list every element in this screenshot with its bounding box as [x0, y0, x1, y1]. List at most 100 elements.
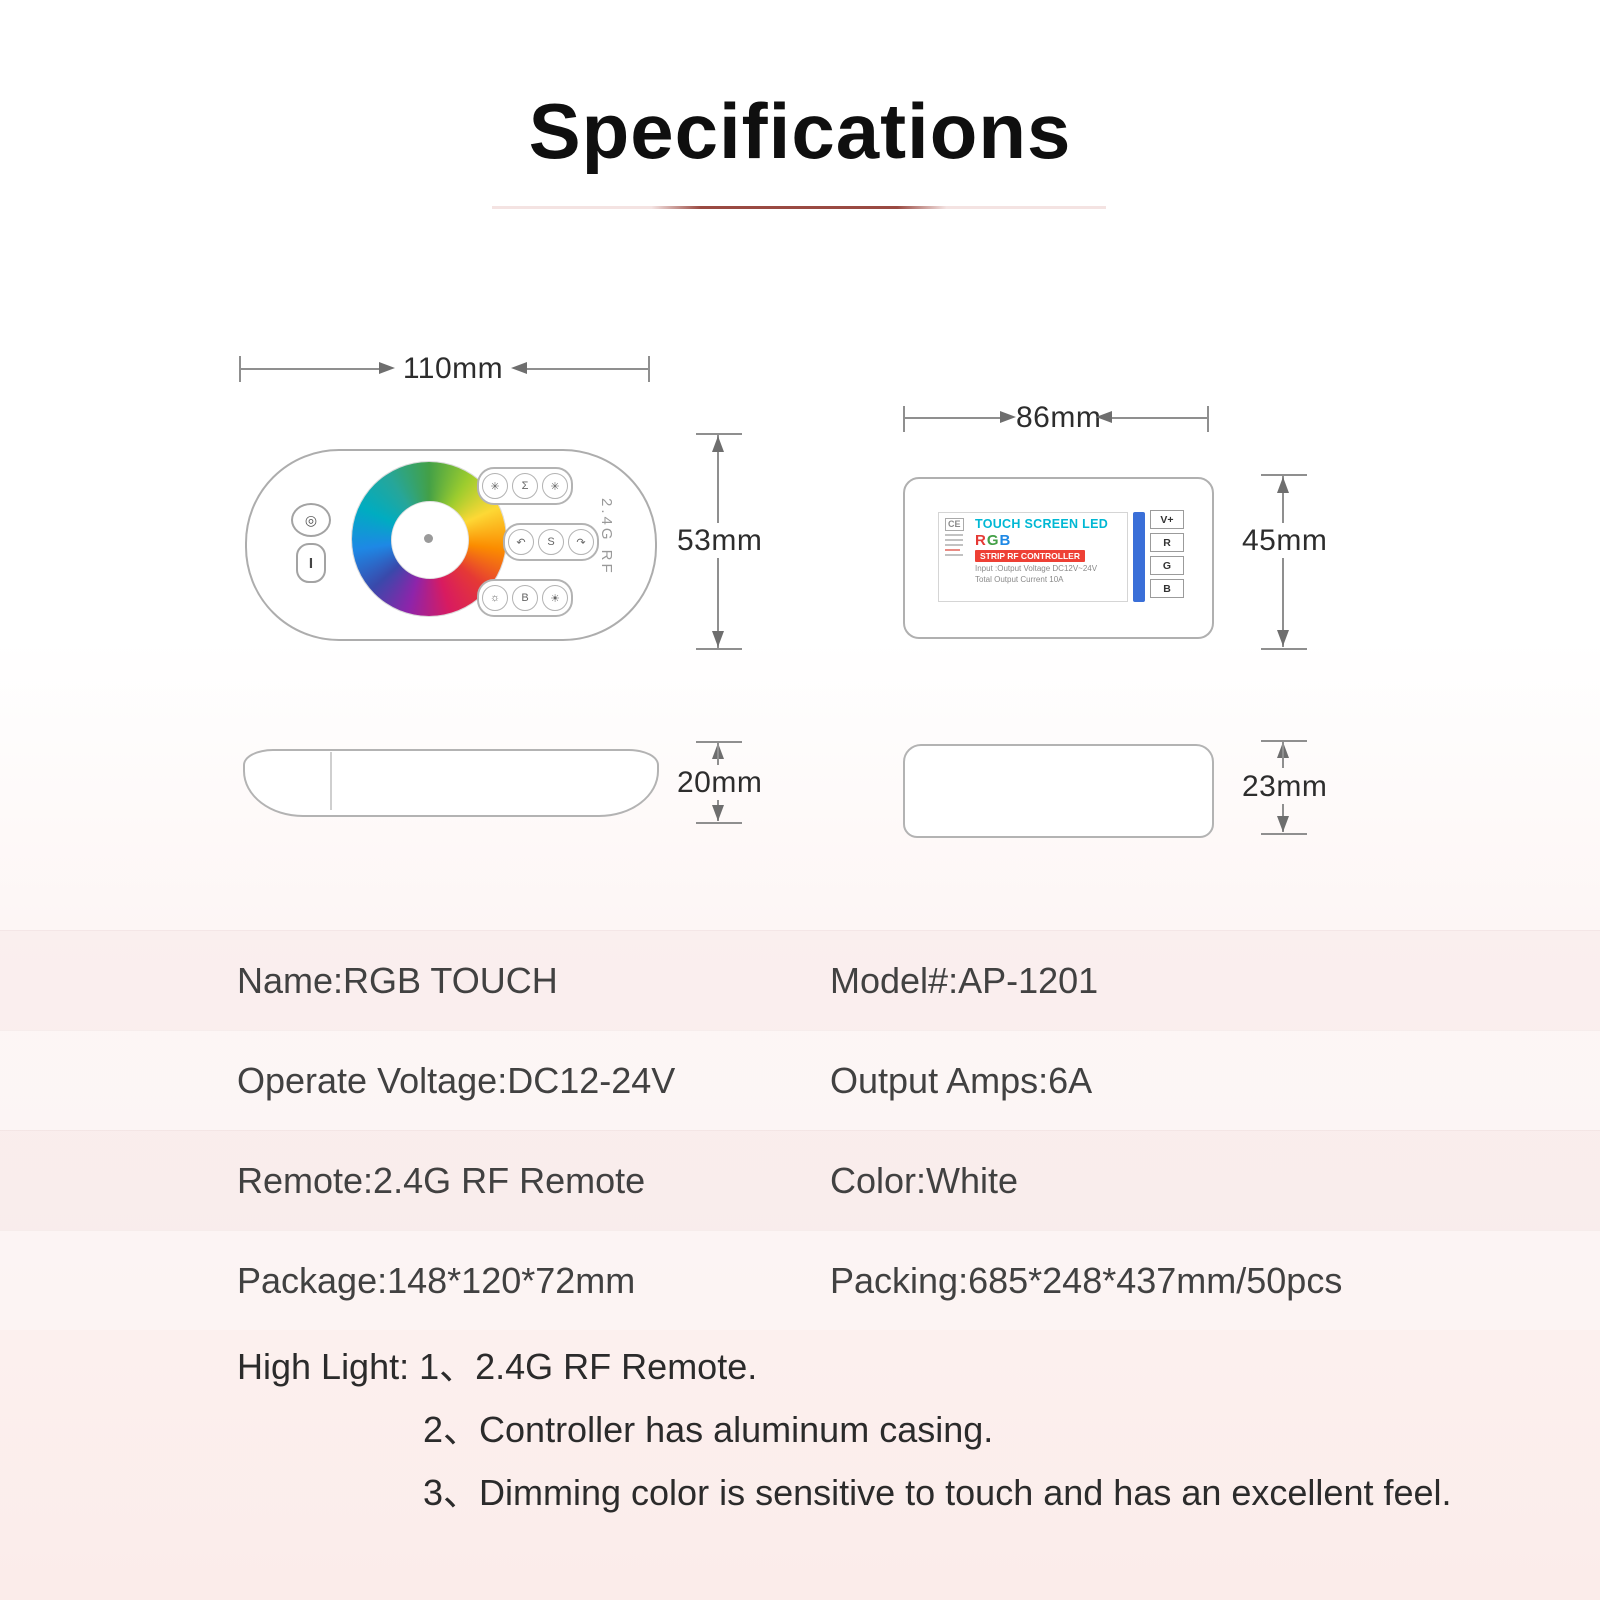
arrow-down-icon: [1277, 816, 1289, 832]
spec-row-voltage-amps: Operate Voltage:DC12-24V Output Amps:6A: [0, 1030, 1600, 1130]
spec-row-remote-color: Remote:2.4G RF Remote Color:White: [0, 1130, 1600, 1230]
highlight-line-1: High Light: 1、2.4G RF Remote.: [237, 1335, 1557, 1398]
dimension-tick: [1261, 740, 1307, 742]
speed-center-icon: S: [538, 529, 564, 555]
dimension-label: 110mm: [402, 352, 504, 385]
dimension-line: [527, 368, 648, 370]
label-rgb: RGB: [975, 533, 1121, 548]
label-fine-print-bar-red: [945, 549, 960, 551]
remote-side-outline: [243, 749, 659, 817]
controller-side-outline: [903, 744, 1214, 838]
power-off-button: I: [296, 543, 326, 583]
dimension-tick: [648, 356, 650, 382]
highlight-label: High Light:: [237, 1346, 410, 1387]
label-voltage-line: Input :Output Voltage DC12V~24V: [975, 564, 1098, 573]
brightness-up-icon: ☀: [542, 585, 568, 611]
dimension-label: 86mm: [1016, 401, 1102, 434]
terminal-g: G: [1150, 556, 1184, 575]
dimension-line: [905, 417, 1000, 419]
label-fine-print-bar: [945, 539, 963, 541]
dimension-line: [241, 368, 379, 370]
dimension-tick: [239, 356, 241, 382]
remote-side-seam: [330, 752, 332, 810]
label-rgb-r: R: [975, 532, 987, 549]
power-on-icon: ◎: [304, 511, 318, 528]
spec-cell-color: Color:White: [830, 1159, 1019, 1201]
dimension-tick: [1261, 474, 1307, 476]
brightness-center-icon: B: [512, 585, 538, 611]
label-title: TOUCH SCREEN LED: [975, 517, 1109, 531]
dimension-line: [717, 435, 719, 523]
arrow-right-icon: [1000, 411, 1016, 423]
spec-row-name-model: Name:RGB TOUCH Model#:AP-1201: [0, 930, 1600, 1030]
label-fine-print-bar: [945, 534, 963, 536]
label-fine-print-bar: [945, 544, 963, 546]
dimension-tick: [696, 741, 742, 743]
dimension-line: [717, 743, 719, 765]
dimension-tick: [696, 648, 742, 650]
arrow-down-icon: [712, 631, 724, 647]
controller-label: CE TOUCH SCREEN LED RGB STRIP RF CONTROL…: [938, 512, 1128, 602]
spec-row-package-packing: Package:148*120*72mm Packing:685*248*437…: [0, 1230, 1600, 1330]
terminal-r: R: [1150, 533, 1184, 552]
dimension-tick: [1261, 833, 1307, 835]
brightness-button-group: ☼ B ☀: [477, 579, 573, 617]
spec-cell-voltage: Operate Voltage:DC12-24V: [237, 1059, 676, 1101]
label-strip-rf-chip: STRIP RF CONTROLLER: [975, 550, 1085, 562]
arrow-up-icon: [712, 436, 724, 452]
label-fine-print-bar: [945, 554, 963, 556]
highlight-item-2: 2、Controller has aluminum casing.: [423, 1409, 994, 1450]
certification-marks: CE: [945, 518, 971, 596]
spec-cell-packing: Packing:685*248*437mm/50pcs: [830, 1259, 1343, 1301]
dimension-line: [717, 558, 719, 648]
arrow-left-icon: [511, 362, 527, 374]
arrow-left-icon: [1096, 411, 1112, 423]
speed-right-icon: ↷: [568, 529, 594, 555]
arrow-right-icon: [379, 362, 395, 374]
terminal-v-plus: V+: [1150, 510, 1184, 529]
dimension-line: [1112, 417, 1207, 419]
dimension-label: 23mm: [1242, 770, 1328, 803]
spec-cell-package: Package:148*120*72mm: [237, 1259, 636, 1301]
mode-left-icon: ✳: [482, 473, 508, 499]
title-underline: [492, 206, 1106, 209]
mode-right-icon: ✳: [542, 473, 568, 499]
dimension-line: [1282, 476, 1284, 523]
arrow-up-icon: [1277, 477, 1289, 493]
arrow-down-icon: [712, 805, 724, 821]
label-rgb-g: G: [986, 532, 1000, 549]
dimension-label: 45mm: [1242, 524, 1328, 557]
terminal-b: B: [1150, 579, 1184, 598]
speed-button-group: ↶ S ↷: [503, 523, 599, 561]
highlight-item-3: 3、Dimming color is sensitive to touch an…: [423, 1472, 1452, 1513]
spec-cell-output-amps: Output Amps:6A: [830, 1059, 1093, 1101]
label-current-line: Total Output Current 10A: [975, 575, 1064, 584]
speed-left-icon: ↶: [508, 529, 534, 555]
highlight-item-1: 1、2.4G RF Remote.: [419, 1346, 758, 1387]
spec-cell-model: Model#:AP-1201: [830, 959, 1099, 1001]
dimension-label: 53mm: [677, 524, 763, 557]
power-off-icon: I: [308, 554, 314, 572]
dimension-line: [1282, 742, 1284, 768]
spec-cell-name: Name:RGB TOUCH: [237, 959, 558, 1001]
dimension-line: [1282, 558, 1284, 647]
terminal-block: V+ R G B: [1150, 510, 1184, 598]
label-rgb-b: B: [999, 532, 1012, 549]
remote-rf-label: 2.4G RF: [598, 498, 615, 576]
arrow-down-icon: [1277, 630, 1289, 646]
mode-center-icon: Σ: [512, 473, 538, 499]
dimension-tick: [696, 433, 742, 435]
dimension-tick: [903, 406, 905, 432]
dimension-tick: [1261, 648, 1307, 650]
power-on-button: ◎: [291, 503, 331, 537]
color-wheel-touch-dot: [424, 534, 433, 543]
page-title: Specifications: [528, 87, 1072, 175]
ce-mark: CE: [945, 518, 964, 531]
spec-cell-remote: Remote:2.4G RF Remote: [237, 1159, 646, 1201]
dimension-label: 20mm: [677, 766, 763, 799]
highlight-section: High Light: 1、2.4G RF Remote. 2、Controll…: [237, 1335, 1557, 1524]
brightness-down-icon: ☼: [482, 585, 508, 611]
dimension-tick: [696, 822, 742, 824]
mode-button-group: ✳ Σ ✳: [477, 467, 573, 505]
